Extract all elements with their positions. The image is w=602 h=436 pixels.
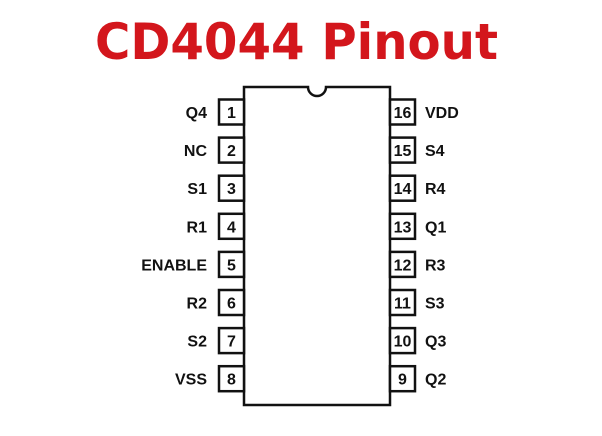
pin-9: 9 Q2	[388, 364, 446, 393]
pin-box	[217, 364, 246, 393]
pin-number: 7	[227, 334, 236, 351]
pin-label: VSS	[175, 372, 207, 389]
pin-label: Q3	[425, 334, 446, 351]
pin-label: S3	[425, 296, 445, 313]
pin-number: 1	[227, 105, 236, 122]
pin-number: 13	[394, 219, 412, 236]
pin-number: 5	[227, 257, 236, 274]
pin-7: 7 S2	[187, 326, 246, 355]
pin-number: 4	[227, 219, 236, 236]
pin-label: R4	[425, 181, 446, 198]
pin-3: 3 S1	[187, 174, 246, 202]
pin-5: 5 ENABLE	[141, 250, 246, 279]
pin-12: 12 R3	[388, 250, 446, 279]
pin-number: 15	[394, 143, 412, 160]
pin-box	[217, 326, 246, 355]
pin-label: Q2	[425, 372, 446, 389]
pin-label: R1	[187, 219, 208, 236]
pin-box	[217, 212, 246, 241]
pin-label: VDD	[425, 105, 459, 122]
pin-label: S2	[187, 334, 207, 351]
pin-14: 14 R4	[388, 174, 446, 202]
pin-box	[388, 250, 417, 279]
pin-number: 2	[227, 143, 236, 160]
diagram-title: CD4044 Pinout	[95, 13, 498, 71]
pin-box	[388, 212, 417, 241]
pin-number: 10	[394, 334, 412, 351]
pin-label: R2	[187, 296, 208, 313]
pin-number: 11	[394, 296, 411, 313]
pin-box	[388, 364, 417, 393]
pin-box	[388, 136, 417, 164]
pin-15: 15 S4	[388, 136, 445, 164]
pin-label: R3	[425, 257, 446, 274]
pin-number: 9	[398, 372, 407, 389]
pin-box	[217, 288, 246, 317]
pin-box	[388, 288, 417, 317]
pin-box	[217, 250, 246, 279]
pin-number: 12	[394, 257, 412, 274]
pin-number: 3	[227, 181, 236, 198]
pin-number: 16	[394, 105, 412, 122]
pin-16: 16 VDD	[388, 98, 459, 126]
pin-10: 10 Q3	[388, 326, 446, 355]
pin-label: S4	[425, 143, 445, 160]
pin-label: S1	[187, 181, 207, 198]
pin-box	[388, 174, 417, 202]
pin-13: 13 Q1	[388, 212, 446, 241]
pin-11: 11 S3	[388, 288, 445, 317]
pin-number: 8	[227, 372, 236, 389]
pin-number: 14	[394, 181, 412, 198]
pin-box	[388, 98, 417, 126]
pin-box	[217, 136, 246, 164]
pin-8: 8 VSS	[175, 364, 246, 393]
pin-box	[217, 98, 246, 126]
pin-1: 1 Q4	[186, 98, 246, 126]
pin-label: Q4	[186, 105, 207, 122]
pin-number: 6	[227, 296, 236, 313]
pin-2: 2 NC	[184, 136, 246, 164]
chip-body	[242, 85, 392, 407]
pin-label: ENABLE	[141, 257, 207, 274]
pin-6: 6 R2	[187, 288, 246, 317]
pin-box	[388, 326, 417, 355]
pin-box	[217, 174, 246, 202]
pin-4: 4 R1	[187, 212, 246, 241]
pin-label: NC	[184, 143, 208, 160]
pin-label: Q1	[425, 219, 446, 236]
